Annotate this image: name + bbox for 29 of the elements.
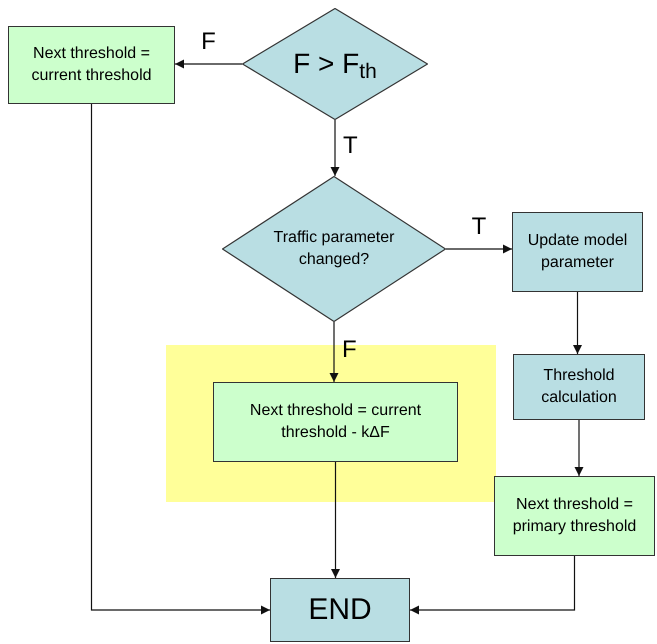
arrow bbox=[331, 462, 340, 578]
process-box bbox=[512, 212, 643, 292]
arrow bbox=[175, 60, 242, 68]
arrow bbox=[330, 322, 338, 382]
edge-label: F bbox=[200, 28, 217, 56]
node-text: Next threshold = primary threshold bbox=[512, 495, 638, 537]
arrow bbox=[410, 556, 576, 614]
arrow bbox=[446, 244, 512, 254]
decision-diamond bbox=[222, 176, 446, 322]
process-box bbox=[213, 382, 458, 462]
arrow bbox=[330, 120, 340, 176]
edge-label: T bbox=[343, 132, 358, 160]
decision-diamond bbox=[242, 8, 428, 120]
arrow bbox=[90, 104, 270, 614]
process-box bbox=[8, 26, 175, 104]
node-text: Threshold calculation bbox=[540, 366, 618, 408]
node-text: Update model parameter bbox=[526, 231, 628, 273]
node-text: Traffic parameter changed? bbox=[272, 228, 396, 270]
node-text: Next threshold = current threshold bbox=[30, 44, 153, 86]
arrow bbox=[574, 420, 584, 476]
end-box bbox=[270, 578, 410, 642]
edge-label: F bbox=[342, 336, 357, 364]
node-text: Next threshold = current threshold - kΔF bbox=[248, 401, 422, 443]
arrow bbox=[573, 292, 582, 354]
node-text: END bbox=[307, 593, 373, 627]
process-box bbox=[513, 354, 645, 420]
process-box bbox=[494, 476, 655, 556]
node-text: F > F$_{th}$ bbox=[292, 48, 378, 80]
edge-label: T bbox=[470, 213, 488, 241]
